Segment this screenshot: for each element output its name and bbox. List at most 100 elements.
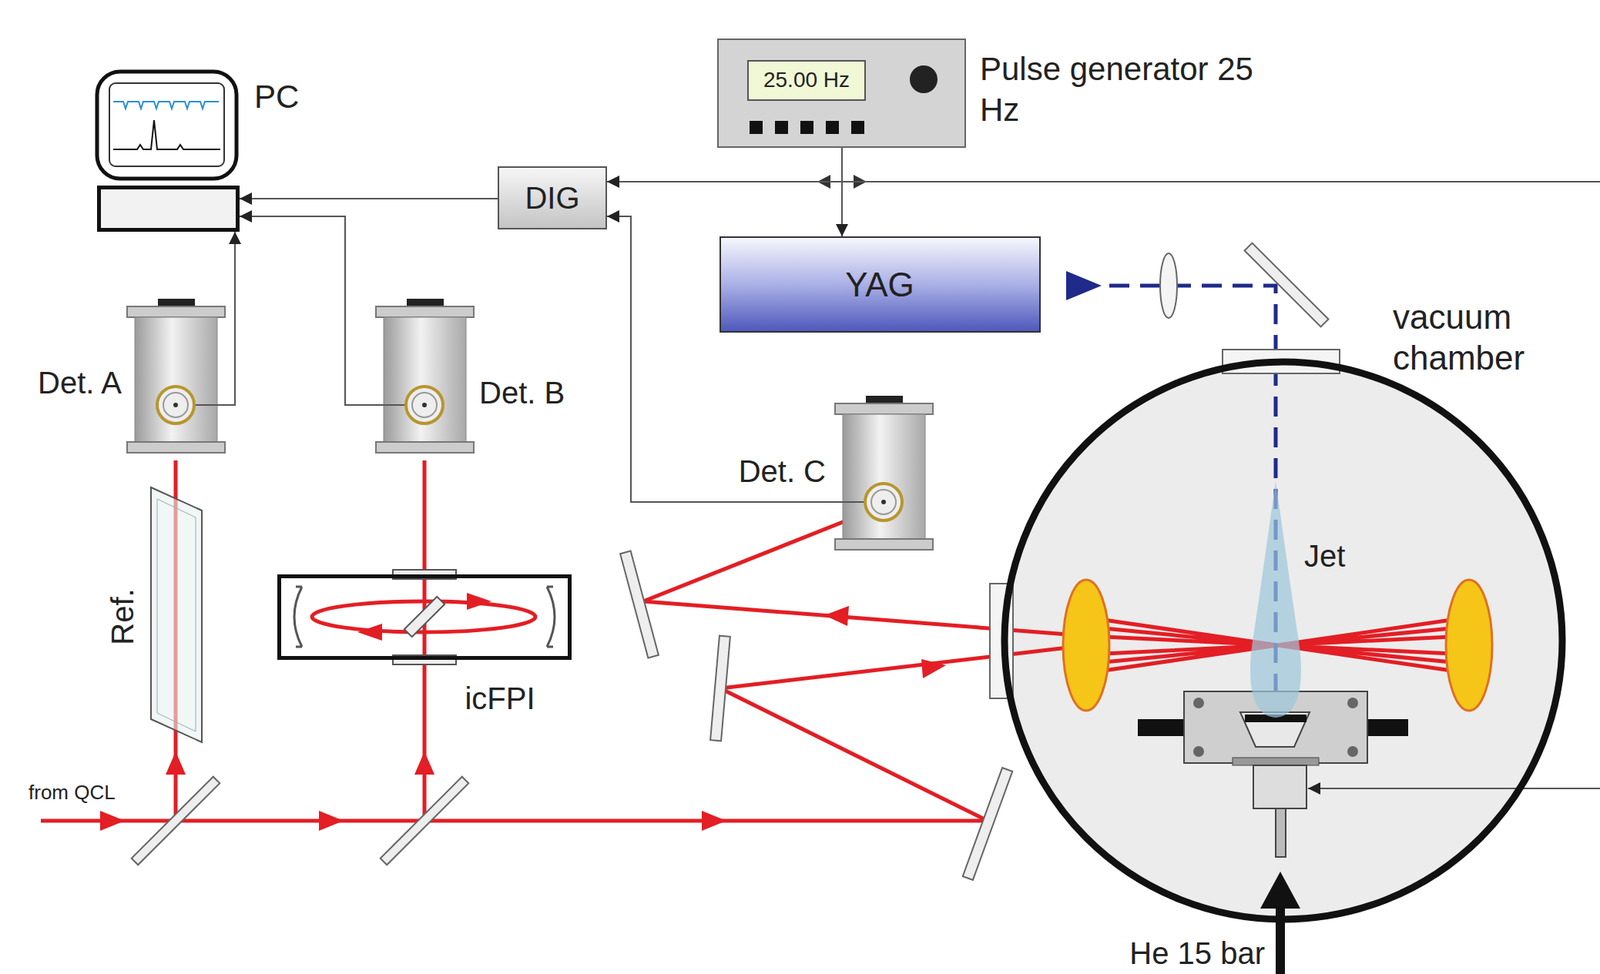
beam-arrow xyxy=(414,751,435,775)
generator-button xyxy=(800,120,814,135)
detector-body xyxy=(134,317,218,443)
beam-splitter xyxy=(380,777,470,866)
reference-cell xyxy=(150,487,202,743)
node-label: Det. C xyxy=(738,452,826,490)
pulse-generator-outline xyxy=(717,38,967,148)
mirror xyxy=(710,636,731,742)
icfpi-plate xyxy=(404,597,445,638)
gas-arrow-head xyxy=(1260,872,1301,910)
detector: Det. C xyxy=(835,395,933,558)
beam-arrow xyxy=(100,811,125,832)
node-label: PC xyxy=(254,77,299,117)
detector-cap xyxy=(127,306,225,318)
detector-cap xyxy=(375,306,474,318)
signal-wire xyxy=(607,147,842,182)
detector-window xyxy=(405,386,443,424)
icfpi-mirror xyxy=(546,587,555,648)
reference-cell-outline xyxy=(150,486,203,744)
nozzle-plate xyxy=(1232,758,1319,766)
valve xyxy=(1253,765,1307,809)
node-label: DIG xyxy=(524,179,580,217)
reference-cell-inner xyxy=(157,499,196,732)
beam-arrow xyxy=(318,811,344,832)
node-label: Ref. xyxy=(103,588,141,645)
gas-jet-outline xyxy=(1237,477,1315,721)
computer: PC xyxy=(97,185,240,232)
generator-button xyxy=(851,120,865,135)
generator-button xyxy=(825,120,839,135)
multipass-mirror xyxy=(1445,580,1493,712)
annotation-label: He 15 bar xyxy=(1129,935,1265,973)
bolt xyxy=(1347,697,1359,709)
generator-button xyxy=(774,120,789,135)
monitor xyxy=(97,71,237,179)
lens xyxy=(1160,253,1178,319)
bolt xyxy=(1193,697,1205,709)
node-label: Det. B xyxy=(479,374,565,412)
beam-arrow xyxy=(357,623,383,641)
node-label: YAG xyxy=(845,264,915,306)
generator-body xyxy=(717,39,966,148)
detector-cap xyxy=(835,539,933,551)
gas-jet: Jet xyxy=(1237,477,1315,721)
beam-splitter xyxy=(131,777,221,866)
node-label: icFPI xyxy=(464,680,535,718)
digitizer-box: DIG xyxy=(497,166,608,230)
detector-dot xyxy=(422,402,427,408)
monitor-screen xyxy=(109,83,225,167)
detector-body xyxy=(383,317,467,443)
node-label: Det. A xyxy=(37,364,122,402)
generator-display xyxy=(748,60,866,101)
signal-wire xyxy=(239,197,498,200)
detector-window xyxy=(865,483,903,521)
chamber-interior xyxy=(1004,362,1563,920)
detector-cap xyxy=(375,442,474,453)
icfpi-mirror xyxy=(294,587,302,648)
detector-knob xyxy=(865,395,903,404)
beam-arrow xyxy=(824,606,849,627)
screen-trace-black xyxy=(113,120,221,150)
screen-trace-blue xyxy=(113,101,219,109)
detector-cap xyxy=(835,403,933,415)
multipass-mirror xyxy=(1063,580,1110,712)
beam-arrows xyxy=(100,593,946,832)
detector-body xyxy=(842,414,926,540)
detector-element xyxy=(871,489,896,515)
bolt xyxy=(1347,746,1359,758)
detector-outline xyxy=(835,395,933,558)
reference-cell: Ref. xyxy=(150,486,203,744)
mirror xyxy=(962,768,1013,881)
yag-laser: YAG xyxy=(719,236,1041,333)
gas-tube xyxy=(1275,808,1286,858)
vacuum-chamber: Jetvacuum chamber xyxy=(1000,358,1567,924)
beam-arrow xyxy=(466,593,492,611)
beam-arrow xyxy=(701,811,727,832)
yag-beam-arrow xyxy=(1066,271,1102,301)
beam-in xyxy=(720,645,1088,822)
detector-knob xyxy=(406,298,444,307)
chamber-wall xyxy=(1004,362,1563,920)
mirror xyxy=(620,551,659,659)
detector-window xyxy=(157,386,195,424)
detector-element xyxy=(412,392,437,418)
detector-knob xyxy=(157,298,195,307)
signal-wire xyxy=(239,216,376,406)
detector-cap xyxy=(127,442,225,453)
pulse-generator: 25.00 HzPulse generator 25 Hz xyxy=(717,38,967,148)
cavity-box: icFPI xyxy=(277,574,572,661)
node-label: Pulse generator 25 Hz xyxy=(979,49,1281,131)
annotation-label: from QCL xyxy=(28,781,116,806)
laser-beams xyxy=(40,460,1468,822)
detector-dot xyxy=(173,402,178,408)
yag-mirror xyxy=(1244,243,1329,328)
detector: Det. A xyxy=(127,298,225,461)
beam-arrow xyxy=(921,659,946,679)
node-label: vacuum chamber xyxy=(1392,297,1586,380)
bolt xyxy=(1193,746,1205,758)
detector-outline xyxy=(375,298,474,461)
node-label: Jet xyxy=(1304,537,1346,575)
display-value: 25.00 Hz xyxy=(763,67,850,94)
generator-knob xyxy=(909,65,938,94)
